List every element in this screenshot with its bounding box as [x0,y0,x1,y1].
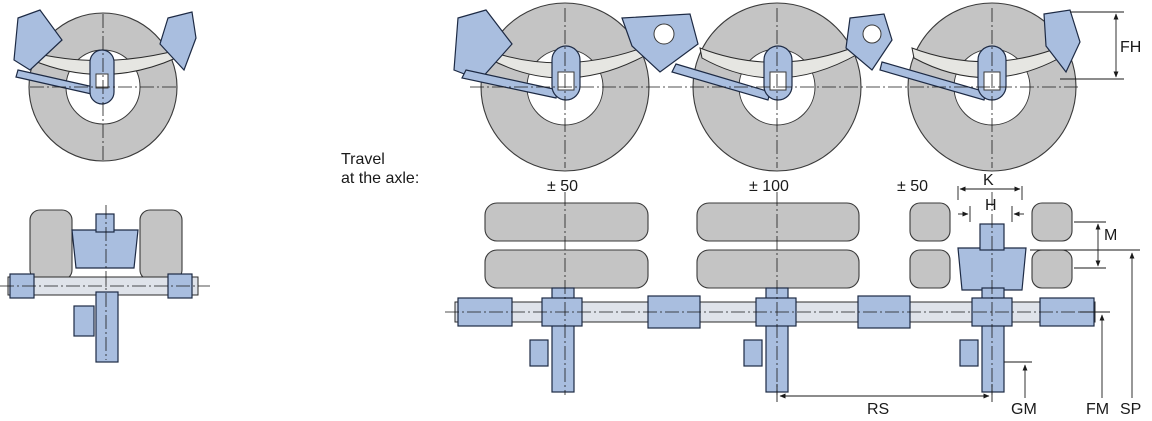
travel-label-axle-1: ± 50 [547,178,578,195]
dim-label-sp: SP [1120,401,1141,418]
single-axle-plan-view [0,205,210,363]
dim-label-fh: FH [1120,39,1141,56]
travel-label-axle-2: ± 100 [749,178,789,195]
dim-label-m: M [1104,227,1117,244]
travel-caption: Travel at the axle: [341,150,419,188]
single-axle-side-view [13,9,197,162]
dim-label-k: K [983,172,994,189]
dim-label-gm: GM [1011,401,1037,418]
travel-caption-line-1: Travel [341,151,385,168]
dim-label-rs: RS [867,401,889,418]
dim-label-fm: FM [1086,401,1109,418]
travel-caption-line-2: at the axle: [341,170,420,187]
tri-axle-plan-view [445,186,1140,402]
travel-label-axle-3: ± 50 [897,178,928,195]
dim-label-h: H [985,197,997,214]
tri-axle-side-view [453,2,1124,172]
